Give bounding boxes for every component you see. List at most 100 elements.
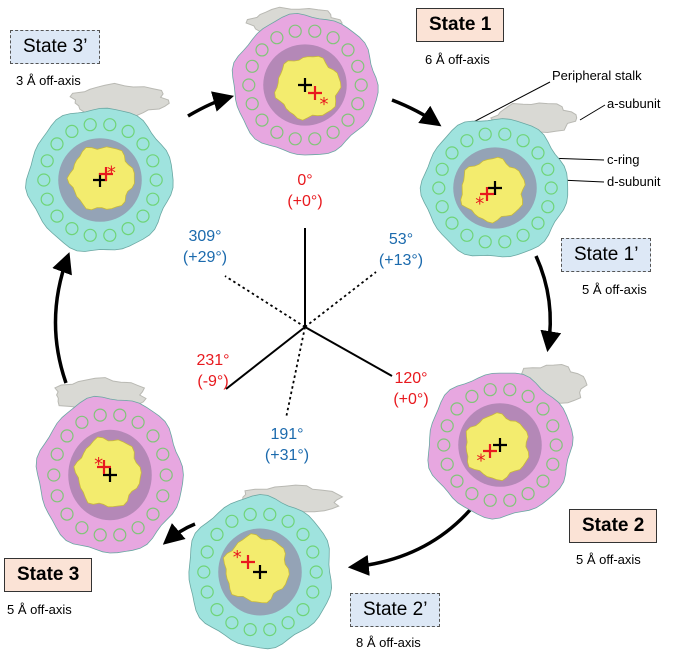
ring-axis-marker <box>493 438 507 452</box>
helix-hint <box>531 146 545 160</box>
angle-191: 191°(+31°) <box>264 426 310 464</box>
density-map-s2: * <box>427 363 588 520</box>
helix-hint <box>103 118 117 132</box>
helix-hint <box>306 585 320 599</box>
helix-hint <box>498 235 512 249</box>
helix-hint <box>225 616 239 630</box>
helix-hint <box>136 137 150 151</box>
line-231deg <box>225 326 306 390</box>
asterisk-marker: * <box>477 450 486 471</box>
helix-hint <box>503 383 517 397</box>
angle-309: 309°(+29°) <box>182 228 228 266</box>
line-53deg <box>304 271 377 328</box>
helix-hint <box>465 487 479 501</box>
helix-hint <box>37 173 51 187</box>
angle-53: 53°(+13°) <box>378 231 424 269</box>
helix-hint <box>50 447 64 461</box>
helix-hint <box>242 78 256 92</box>
helix-hint <box>296 527 310 542</box>
helix-hint <box>149 173 163 187</box>
d-subunit-center-marker <box>308 86 322 100</box>
cycle-arrows <box>52 91 562 576</box>
helix-hint <box>50 209 64 223</box>
helix-hint <box>536 474 550 488</box>
helix-hint <box>326 31 340 45</box>
line-309deg <box>224 275 306 328</box>
ring-axis-marker <box>103 468 117 482</box>
helix-hint <box>131 415 145 429</box>
helix-hint <box>306 545 320 559</box>
helix-hint <box>243 507 257 522</box>
d-subunit-density <box>73 436 142 508</box>
d-subunit-center-marker <box>480 187 494 201</box>
helix-hint <box>288 24 302 38</box>
state-3-prime-label: State 3’ <box>10 30 101 64</box>
helix-hint <box>103 228 117 242</box>
helix-hint <box>146 192 160 206</box>
helix-hint <box>541 200 555 214</box>
helix-hint <box>197 565 211 579</box>
helix-hint <box>516 228 530 242</box>
asterisk-marker: * <box>320 94 329 115</box>
helix-hint <box>60 429 74 443</box>
helix-hint <box>83 118 97 132</box>
leader-peripheral-stalk <box>461 81 551 129</box>
d-subunit-density <box>465 412 530 482</box>
arrow-s1-to-s1p <box>391 98 442 127</box>
helix-hint <box>503 493 517 507</box>
helix-hint <box>65 124 79 138</box>
helix-hint <box>483 493 497 507</box>
arrow-s2p-to-s3 <box>162 522 196 545</box>
helix-hint <box>40 154 54 168</box>
helix-hint <box>531 216 545 230</box>
helix-hint <box>435 200 449 214</box>
helix-hint <box>341 43 355 57</box>
asterisk-marker: * <box>107 163 116 184</box>
helix-hint <box>263 507 277 522</box>
peripheral-stalk-label: Peripheral stalk <box>552 68 642 83</box>
state-3-prime-offset: 3 Å off-axis <box>16 73 81 88</box>
helix-hint <box>121 124 135 138</box>
helix-hint <box>549 438 563 452</box>
helix-hint <box>281 514 295 528</box>
asterisk-marker: * <box>94 454 103 475</box>
helix-hint <box>210 602 224 617</box>
helix-hint <box>460 134 474 148</box>
density-map-s1p: * <box>419 102 578 258</box>
helix-hint <box>121 222 135 236</box>
d-subunit-density <box>274 55 342 121</box>
helix-hint <box>516 134 530 148</box>
helix-hint <box>440 419 454 433</box>
helix-hint <box>243 622 257 637</box>
d-subunit-density <box>222 533 290 604</box>
density-map-s3: * <box>35 377 184 554</box>
helix-hint <box>546 419 560 433</box>
density-map-s2p: * <box>188 484 344 650</box>
helix-hint <box>478 127 492 141</box>
arrow-s3-to-s3p <box>52 252 72 384</box>
state-1-label: State 1 <box>416 8 505 42</box>
rotation-angle-lines <box>224 228 393 419</box>
helix-hint <box>50 137 64 151</box>
helix-hint <box>450 474 464 488</box>
helix-hint <box>113 528 127 542</box>
a-subunit-label: a-subunit <box>607 96 661 111</box>
helix-hint <box>93 408 107 422</box>
helix-hint <box>445 146 459 160</box>
helix-hint <box>296 602 310 617</box>
d-subunit-density <box>460 156 526 224</box>
helix-hint <box>478 235 492 249</box>
d-subunit-center-marker <box>97 460 111 474</box>
helix-hint <box>200 545 214 559</box>
helix-hint <box>450 402 464 416</box>
helix-hint <box>341 113 355 127</box>
helix-hint <box>351 97 365 111</box>
helix-hint <box>225 514 239 528</box>
ring-axis-marker <box>488 181 502 195</box>
helix-hint <box>351 59 365 73</box>
d-subunit-center-marker <box>241 555 255 569</box>
helix-hint <box>75 521 89 535</box>
state-2-prime-label: State 2’ <box>350 593 441 627</box>
angle-0: 0°(+0°) <box>287 172 323 210</box>
helix-hint <box>210 527 224 542</box>
